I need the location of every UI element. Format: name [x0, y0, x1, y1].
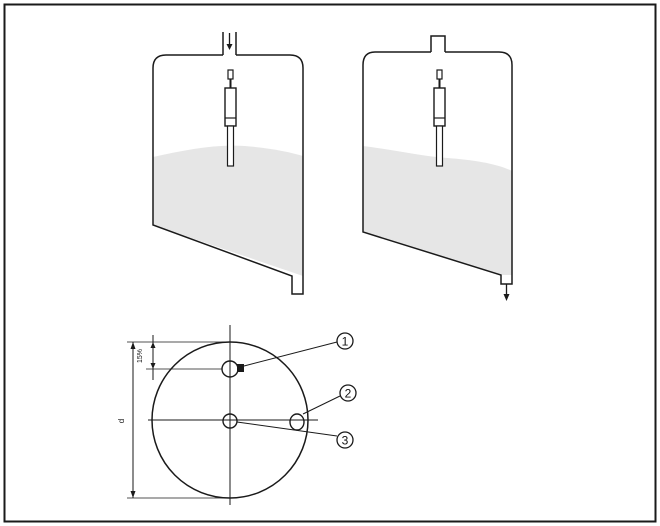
dimension-diameter-label: d	[117, 419, 126, 423]
leader-line-3	[236, 421, 338, 437]
tank-filling-outline	[152, 54, 304, 295]
outer-border	[3, 3, 657, 523]
dimension-diameter: d	[117, 341, 230, 499]
tank-emptying-outline	[362, 51, 513, 285]
callout-3-label: 3	[342, 434, 349, 448]
leader-line-2	[302, 395, 341, 415]
callout-2-label: 2	[345, 387, 352, 401]
opening-center	[222, 413, 238, 429]
tank-emptying	[362, 35, 513, 301]
top-nozzle	[430, 35, 446, 52]
callout-1-label: 1	[342, 335, 349, 349]
tank-filling-liquid	[153, 145, 303, 276]
callout-3: 3	[336, 431, 354, 449]
dimension-offset: 15%	[137, 335, 230, 380]
inlet-arrow-icon	[226, 33, 233, 50]
outlet-arrow-icon	[503, 284, 510, 301]
tank-top-view: 1 2 3 15% d	[117, 325, 357, 505]
tank-emptying-liquid	[363, 146, 512, 275]
callout-2: 2	[339, 384, 357, 402]
sensor-probe-right	[433, 69, 446, 167]
leader-line-1	[243, 341, 338, 367]
callout-1: 1	[336, 332, 354, 350]
dimension-offset-label: 15%	[137, 349, 144, 363]
sensor-mark	[237, 364, 244, 372]
sensor-probe-left	[224, 69, 237, 167]
tank-filling	[152, 32, 304, 295]
